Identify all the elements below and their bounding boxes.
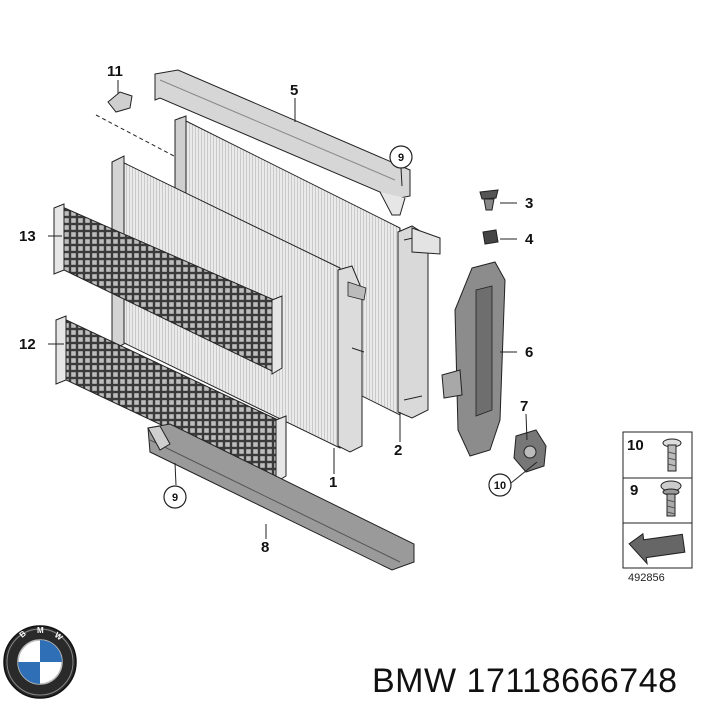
callout-1: 1 [329, 474, 337, 491]
svg-text:9: 9 [172, 492, 178, 504]
svg-text:W: W [53, 630, 65, 642]
lower-grille-part-12 [55, 315, 287, 483]
bottom-carrier-part-8 [147, 423, 415, 571]
top-cover-part-5 [154, 69, 411, 216]
callout-13: 13 [19, 228, 36, 245]
fixture-part-7 [513, 429, 547, 473]
callout-5: 5 [290, 82, 298, 99]
callout-3: 3 [525, 195, 533, 212]
callout-2: 2 [394, 442, 402, 459]
svg-text:B: B [18, 629, 28, 640]
callout-11: 11 [107, 63, 123, 80]
svg-text:M: M [37, 626, 44, 635]
bmw-roundel-logo: B M W [3, 625, 77, 699]
fastener-legend: 10 9 492856 [622, 431, 693, 584]
callout-7: 7 [520, 398, 528, 415]
legend-label-9: 9 [630, 482, 638, 499]
leader-lines [48, 80, 538, 539]
svg-text:10: 10 [494, 480, 506, 492]
upper-grille-part-13 [53, 203, 283, 375]
legend-label-10: 10 [627, 437, 644, 454]
callout-4: 4 [525, 231, 534, 248]
callout-6: 6 [525, 344, 533, 361]
circled-callout-9-bottom: 9 [163, 485, 187, 509]
page-arrow-icon [628, 532, 686, 566]
callouts: 11 5 13 12 3 4 6 7 2 1 8 [19, 63, 534, 556]
part-number-label: 17118666748 [466, 662, 678, 700]
callout-12: 12 [19, 336, 36, 353]
mount-part-4 [482, 229, 499, 245]
brand-label: BMW [372, 662, 457, 700]
diagram-id: 492856 [628, 572, 665, 584]
svg-text:9: 9 [398, 152, 404, 164]
screw-9-icon [660, 480, 682, 517]
callout-8: 8 [261, 539, 269, 556]
screw-10-icon [662, 438, 682, 472]
clip-part-3 [479, 189, 499, 211]
part-caption: BMW 17118666748 [372, 662, 678, 701]
circled-callout-9-top: 9 [389, 145, 413, 169]
circled-callout-10: 10 [488, 473, 512, 497]
side-bracket-part-6 [441, 261, 506, 457]
